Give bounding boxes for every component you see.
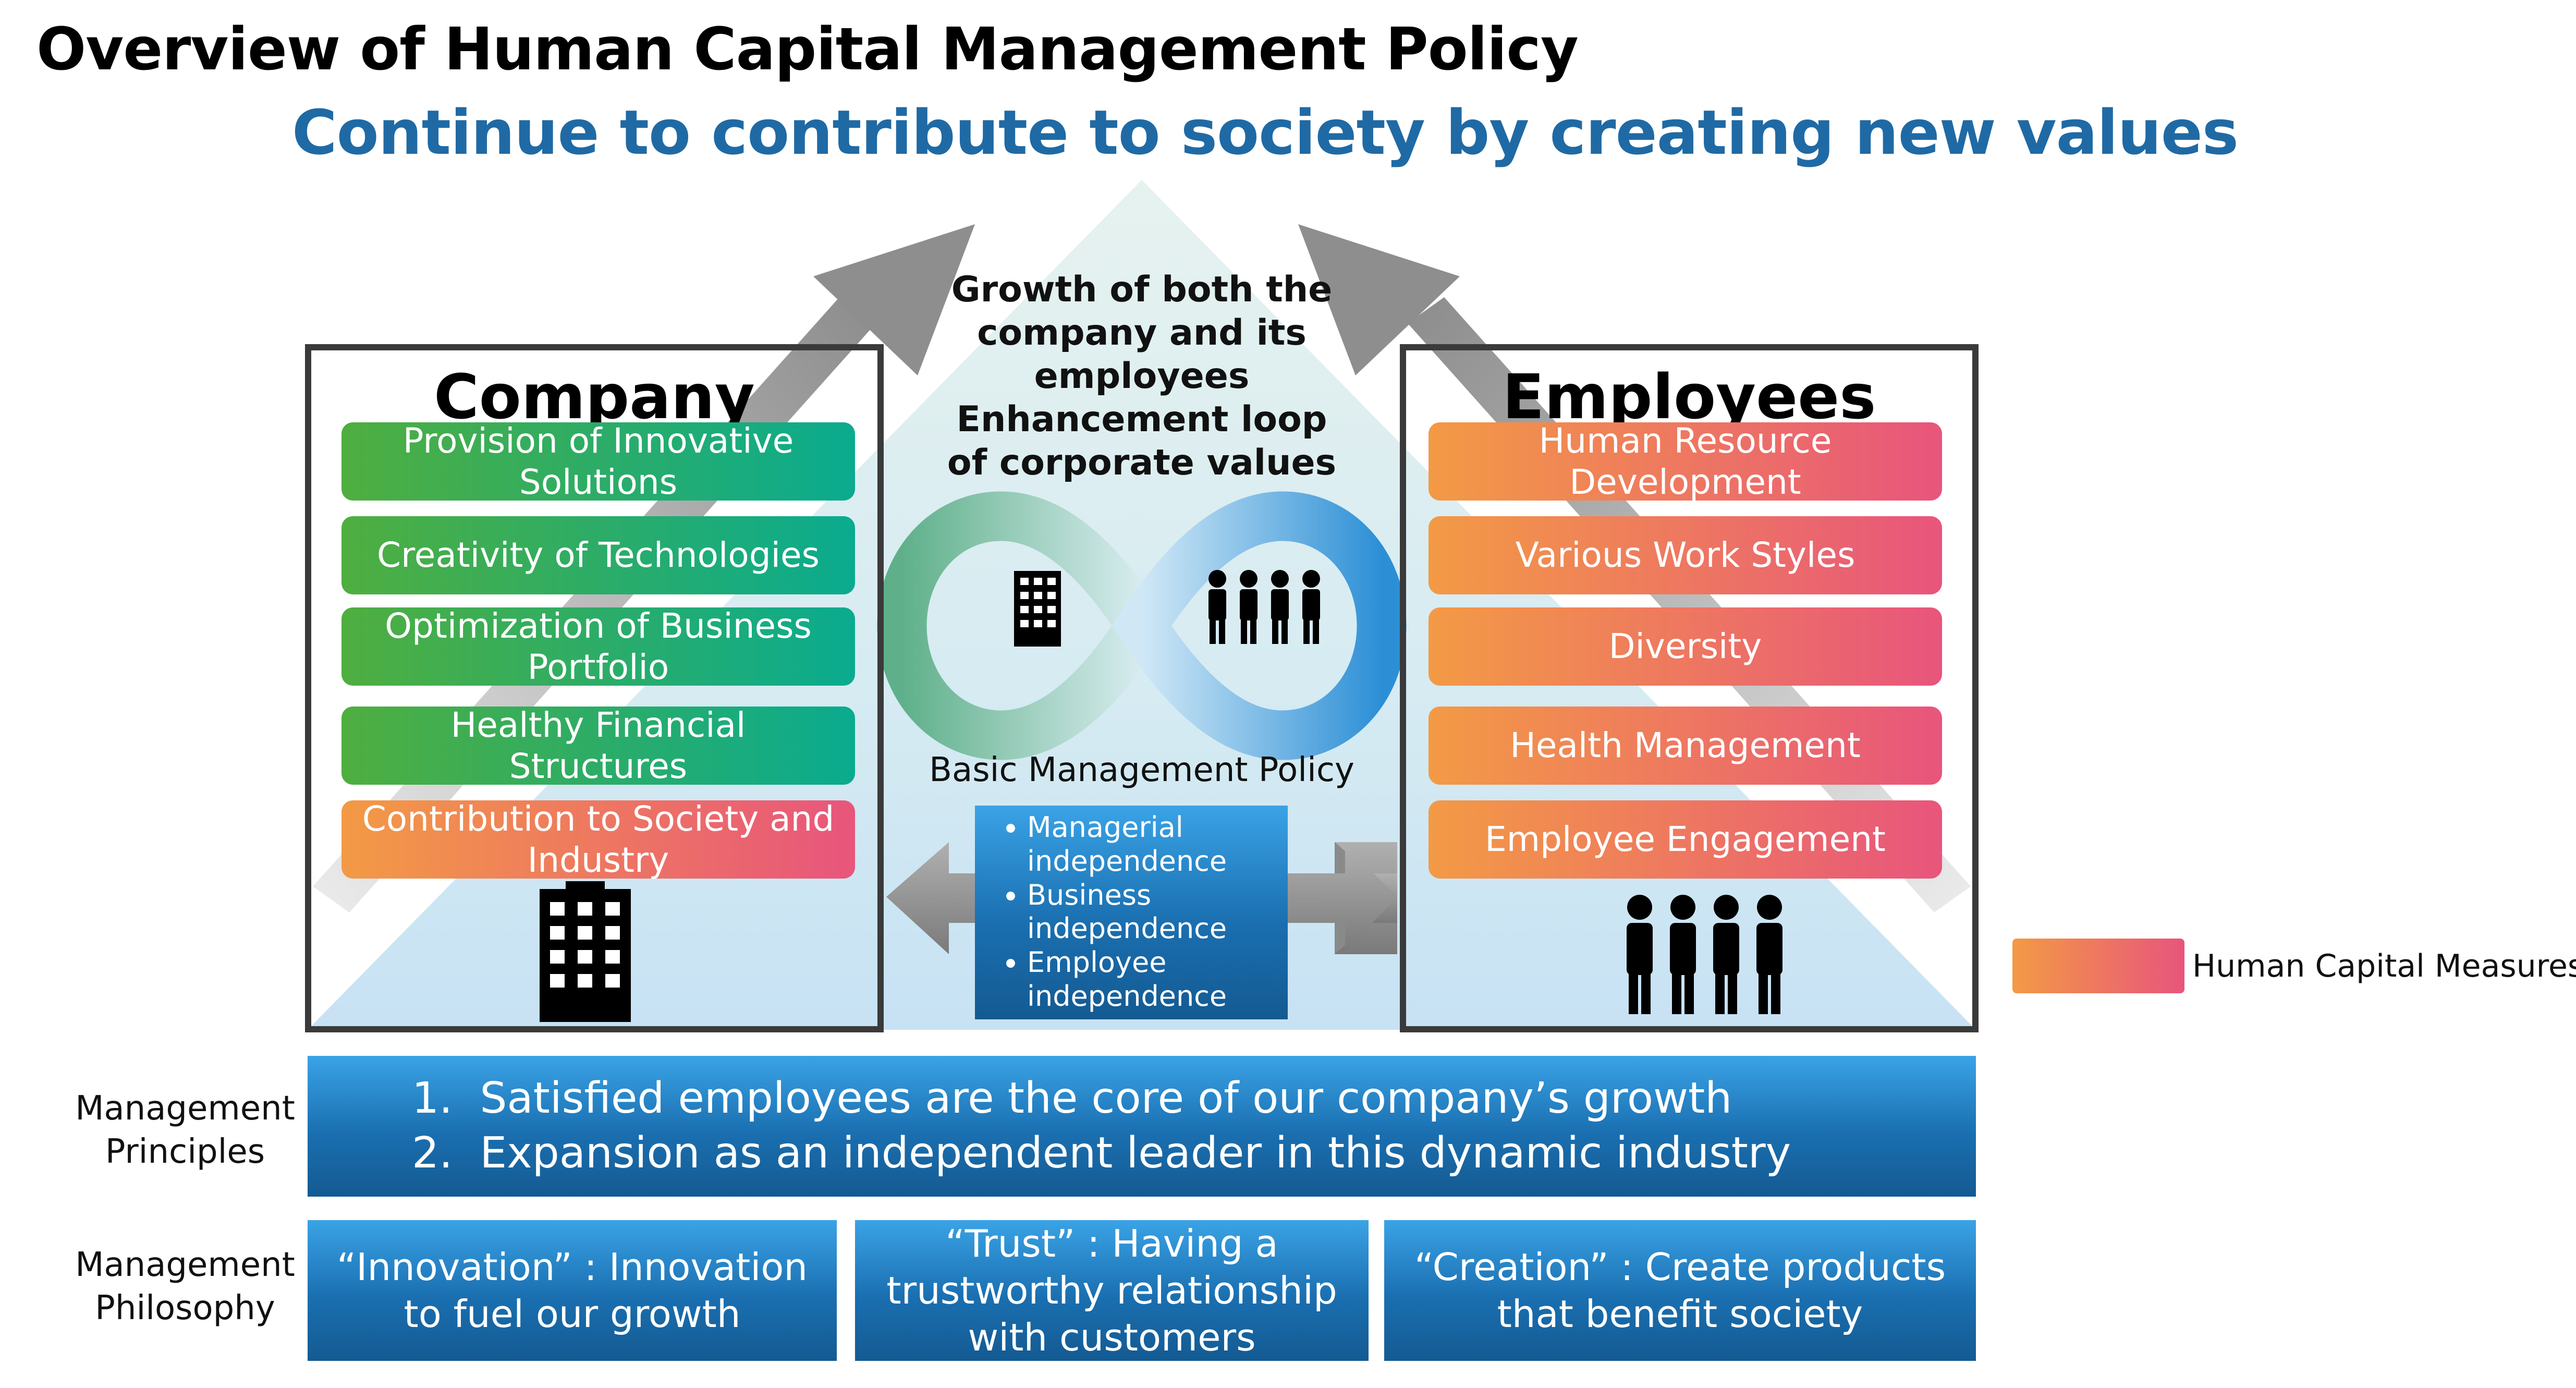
employees-item-diversity: Diversity — [1429, 607, 1942, 686]
policy-item-managerial: Managerial independence — [1027, 811, 1288, 879]
company-item-innovative-solutions: Provision of Innovative Solutions — [341, 421, 855, 502]
basic-policy-box: Managerial independence Business indepen… — [975, 806, 1288, 1019]
infinity-loop-icon — [877, 491, 1407, 760]
philosophy-innovation: “Innovation” : Innovation to fuel our gr… — [308, 1220, 837, 1361]
legend-label: Human Capital Measures — [2192, 948, 2576, 984]
principle-item: 1. Satisfied employees are the core of o… — [412, 1074, 1732, 1123]
employees-item-work-styles: Various Work Styles — [1429, 516, 1942, 594]
policy-item-business: Business independence — [1027, 879, 1288, 946]
company-panel: Company — [305, 344, 884, 1032]
employees-item-hr-development: Human Resource Development — [1429, 421, 1942, 502]
philosophy-creation: “Creation” : Create products that benefi… — [1384, 1220, 1976, 1361]
principles-box: 1. Satisfied employees are the core of o… — [308, 1056, 1976, 1197]
company-item-creativity-technologies: Creativity of Technologies — [341, 516, 855, 594]
page-title: Overview of Human Capital Management Pol… — [36, 16, 1579, 83]
philosophy-label: Management Philosophy — [75, 1246, 295, 1328]
company-title: Company — [434, 361, 755, 433]
people-icon — [1208, 570, 1320, 644]
company-item-contribution-society: Contribution to Society and Industry — [341, 799, 855, 880]
basic-policy-title: Basic Management Policy — [929, 751, 1354, 789]
principle-item: 2. Expansion as an independent leader in… — [412, 1128, 1791, 1178]
policy-item-employee: Employee independence — [1027, 946, 1288, 1014]
employees-item-health-management: Health Management — [1429, 707, 1942, 785]
growth-loop-text: Growth of both the company and its emplo… — [947, 269, 1337, 483]
people-icon — [1627, 895, 1783, 1014]
philosophy-trust: “Trust” : Having a trustworthy relations… — [855, 1220, 1369, 1361]
principles-label: Management Principles — [75, 1089, 295, 1172]
page-subtitle: Continue to contribute to society by cre… — [292, 96, 2239, 168]
legend-swatch — [2012, 939, 2184, 993]
company-item-financial-structures: Healthy Financial Structures — [341, 705, 855, 786]
building-icon — [540, 881, 631, 1022]
company-item-business-portfolio: Optimization of Business Portfolio — [341, 606, 855, 687]
employees-item-engagement: Employee Engagement — [1429, 800, 1942, 879]
employees-title: Employees — [1502, 361, 1876, 433]
employees-panel: Employees — [1400, 344, 1979, 1032]
